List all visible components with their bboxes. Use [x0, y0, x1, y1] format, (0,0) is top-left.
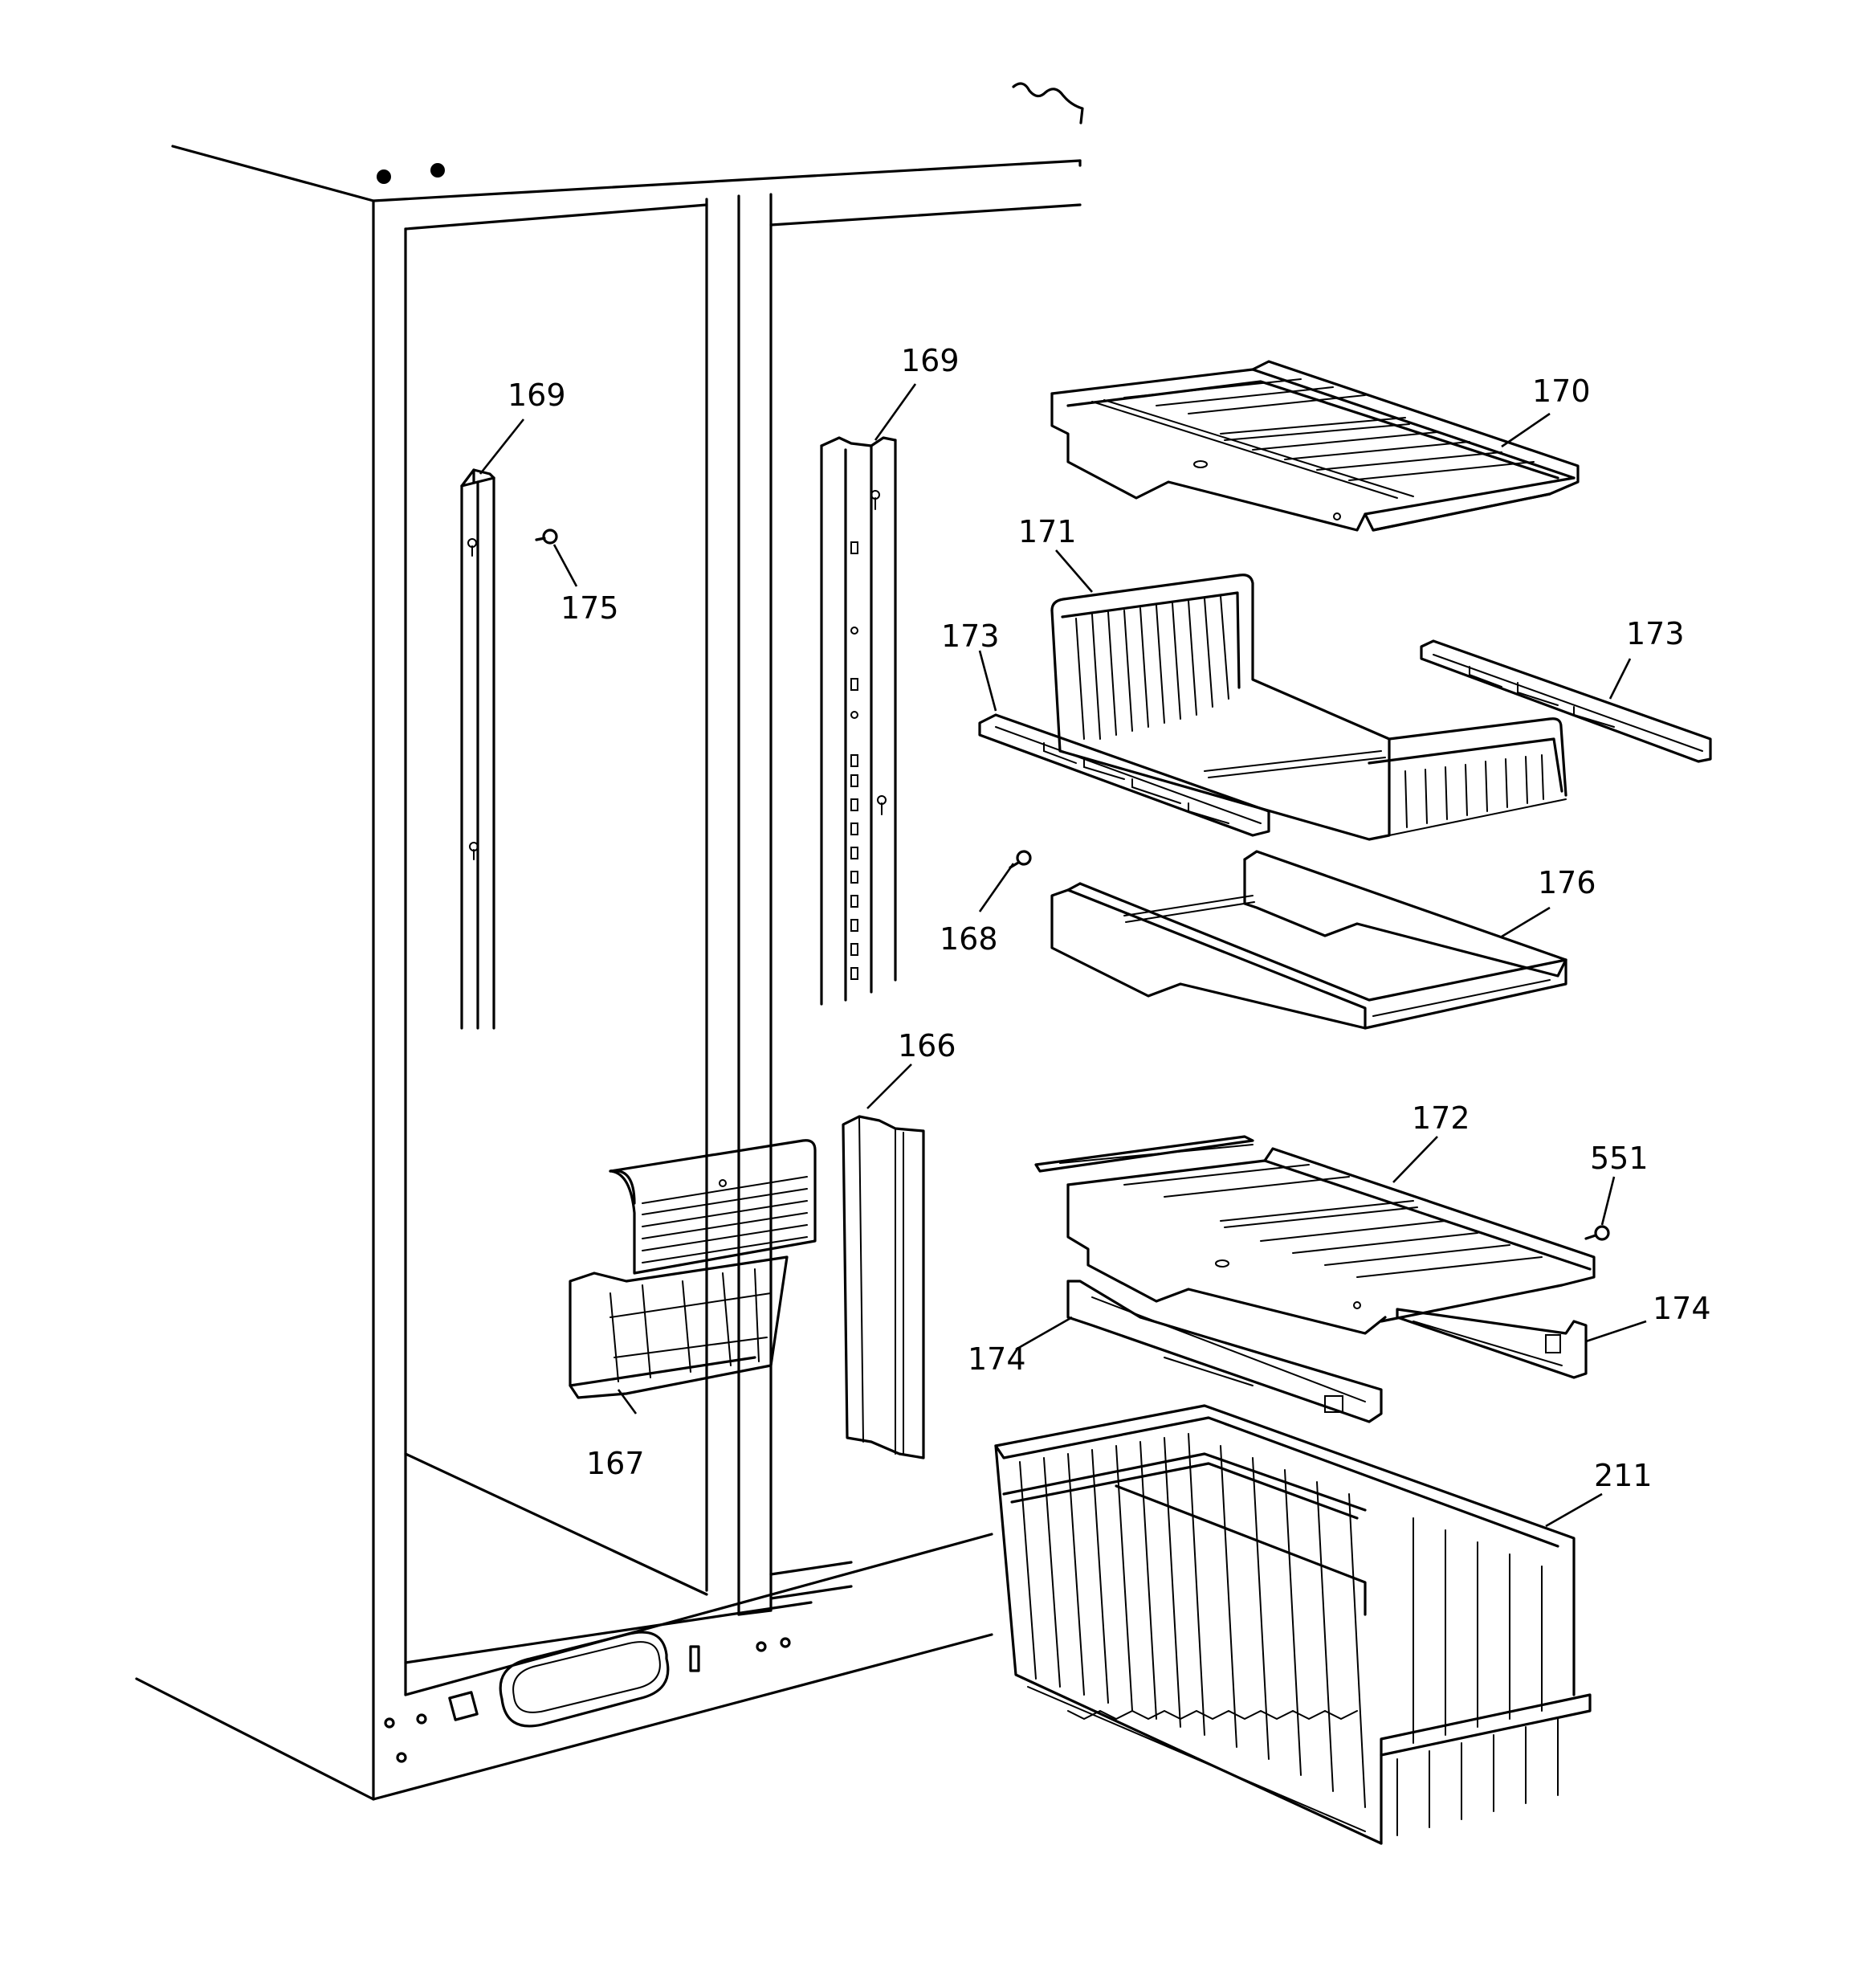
label-170: 170 — [1532, 374, 1591, 409]
label-175: 175 — [561, 590, 619, 626]
basket-211 — [994, 1404, 1592, 1845]
slide-174-left — [1066, 1280, 1383, 1423]
screw-168 — [1009, 850, 1032, 869]
basket-171 — [1050, 574, 1567, 841]
label-551: 551 — [1590, 1141, 1649, 1176]
label-173-right: 173 — [1626, 616, 1685, 651]
label-211: 211 — [1594, 1458, 1653, 1493]
label-169-right: 169 — [901, 343, 960, 378]
label-172: 172 — [1412, 1100, 1470, 1136]
shelf-frame-176 — [1050, 850, 1567, 1030]
refrigerator-cabinet — [135, 82, 1084, 1801]
shelf-rail-right — [820, 436, 897, 1006]
shelf-rail-left — [460, 468, 495, 1030]
leader-lines — [479, 383, 1647, 1528]
label-167: 167 — [586, 1446, 645, 1481]
screw-551 — [1584, 1225, 1610, 1241]
shelf-170 — [1050, 360, 1580, 532]
slide-174-right — [1396, 1308, 1588, 1379]
cover-166 — [842, 1115, 925, 1459]
label-168: 168 — [940, 921, 998, 957]
label-173-left: 173 — [941, 618, 1000, 654]
label-174-right: 174 — [1653, 1291, 1711, 1326]
label-166: 166 — [898, 1028, 956, 1063]
label-171: 171 — [1018, 514, 1077, 549]
slide-173-left — [978, 713, 1270, 837]
slide-173-right — [1420, 639, 1712, 763]
part-labels: 169 169 170 171 173 173 175 168 176 166 … — [508, 343, 1711, 1493]
vent-167 — [569, 1139, 817, 1399]
screw-175 — [535, 529, 558, 545]
label-176: 176 — [1538, 865, 1596, 900]
label-169-left: 169 — [508, 378, 566, 413]
shelf-172 — [1034, 1135, 1596, 1335]
label-174-left: 174 — [968, 1341, 1026, 1377]
